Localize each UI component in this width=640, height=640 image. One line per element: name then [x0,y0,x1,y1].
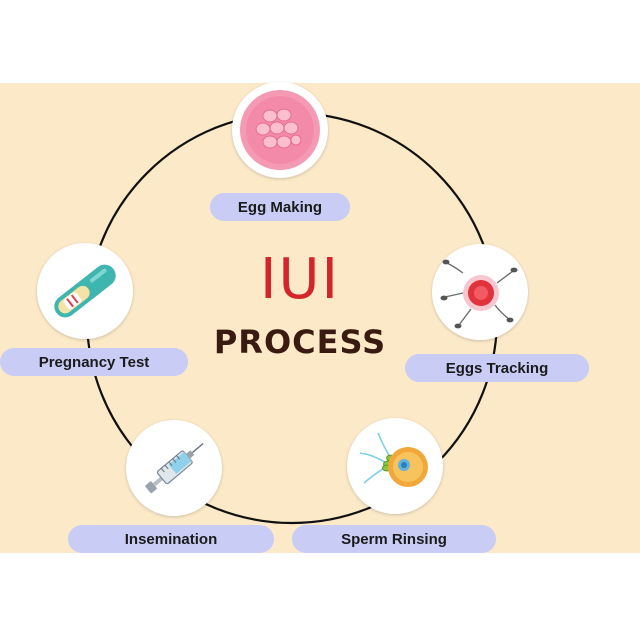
sperm-rinsing-node [347,418,443,514]
step-label-sperm-rinsing: Sperm Rinsing [292,525,496,553]
egg-cluster-icon [240,90,320,170]
diagram-subtitle: PROCESS [213,323,387,361]
pregnancy-test-icon [54,264,116,318]
step-label-eggs-tracking: Eggs Tracking [405,354,589,382]
step-label-egg-making: Egg Making [210,193,350,221]
egg-making-node [232,82,328,178]
diagram-title: IUI [259,247,341,312]
sperm-fertilizing-egg-icon [359,432,428,487]
step-label-pregnancy-test: Pregnancy Test [0,348,188,376]
pregnancy-test-node [37,243,133,339]
egg-with-sperm-icon [440,259,518,329]
insemination-node [126,420,222,516]
syringe-icon [145,443,204,494]
eggs-tracking-node [432,244,528,340]
step-label-insemination: Insemination [68,525,274,553]
